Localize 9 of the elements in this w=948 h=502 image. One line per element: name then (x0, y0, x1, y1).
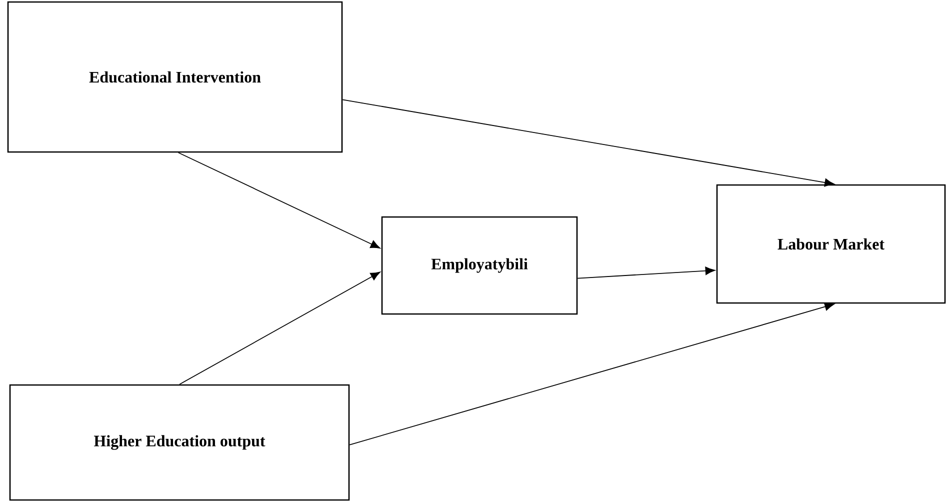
arrow (342, 99, 834, 187)
arrow (179, 272, 380, 385)
box: Labour Market (716, 184, 946, 304)
box: Employatybili (381, 216, 578, 315)
arrow (178, 152, 380, 248)
arrow (577, 266, 716, 279)
arrow (349, 302, 834, 446)
box: Higher Education output (9, 384, 350, 501)
box: Educational Intervention (7, 1, 343, 153)
